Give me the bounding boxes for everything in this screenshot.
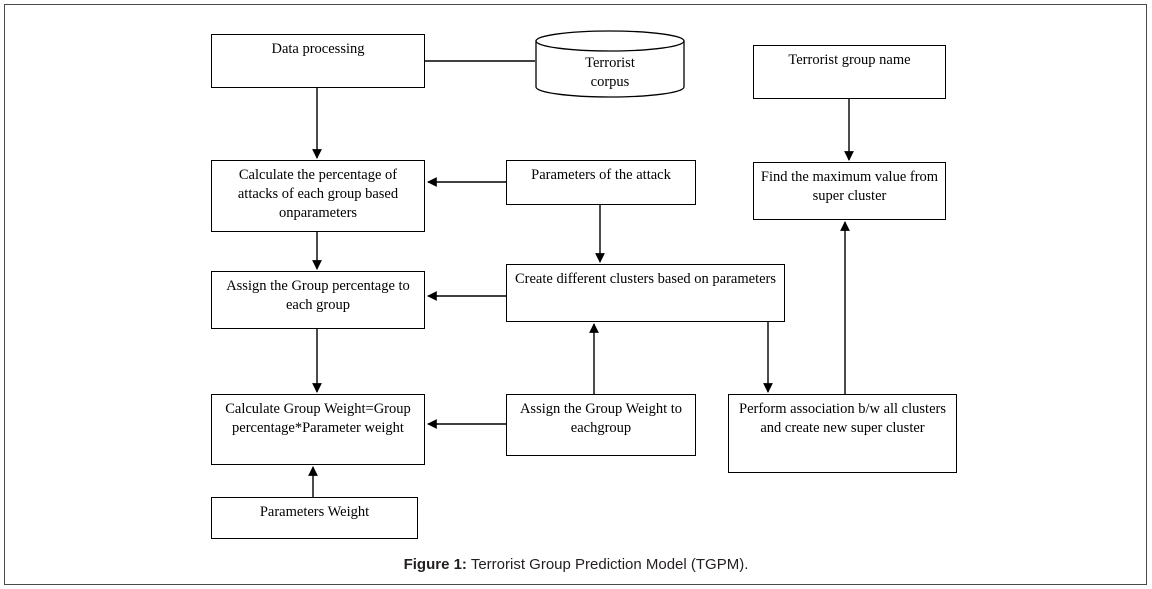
node-label: Terrorist group name (788, 52, 911, 68)
node-label: Create different clusters based on param… (514, 271, 777, 287)
node-assign-group-percentage[interactable]: Assign the Group percentage to each grou… (211, 271, 425, 329)
node-perform-association[interactable]: Perform association b/w all clusters and… (728, 394, 957, 473)
node-find-maximum-value[interactable]: Find the maximum value from super cluste… (753, 162, 946, 220)
figure-caption: Figure 1: Terrorist Group Prediction Mod… (0, 556, 1152, 573)
figure-caption-label: Figure 1: (403, 556, 467, 573)
node-label: Parameters Weight (259, 504, 370, 520)
node-label: Data processing (271, 41, 365, 57)
node-label: Find the maximum value from super cluste… (760, 169, 939, 204)
node-label: Assign the Group Weight to eachgroup (519, 401, 683, 436)
node-terrorist-corpus[interactable]: Terrorist corpus (535, 30, 685, 98)
node-label: Parameters of the attack (531, 167, 671, 183)
node-parameters-of-attack[interactable]: Parameters of the attack (506, 160, 696, 205)
node-calculate-percentage[interactable]: Calculate the percentage of attacks of e… (211, 160, 425, 232)
node-label: Calculate Group Weight=Group percentage*… (225, 401, 411, 436)
node-create-clusters[interactable]: Create different clusters based on param… (506, 264, 785, 322)
node-label: Terrorist corpus (585, 55, 635, 90)
figure-caption-text: Terrorist Group Prediction Model (TGPM). (466, 556, 749, 573)
node-assign-group-weight[interactable]: Assign the Group Weight to eachgroup (506, 394, 696, 456)
node-calculate-group-weight[interactable]: Calculate Group Weight=Group percentage*… (211, 394, 425, 465)
node-label: Assign the Group percentage to each grou… (226, 278, 410, 313)
node-parameters-weight[interactable]: Parameters Weight (211, 497, 418, 539)
node-terrorist-group-name[interactable]: Terrorist group name (753, 45, 946, 99)
node-label: Perform association b/w all clusters and… (739, 401, 946, 436)
node-label: Calculate the percentage of attacks of e… (237, 167, 399, 221)
node-data-processing[interactable]: Data processing (211, 34, 425, 88)
cylinder-shape (535, 30, 685, 98)
